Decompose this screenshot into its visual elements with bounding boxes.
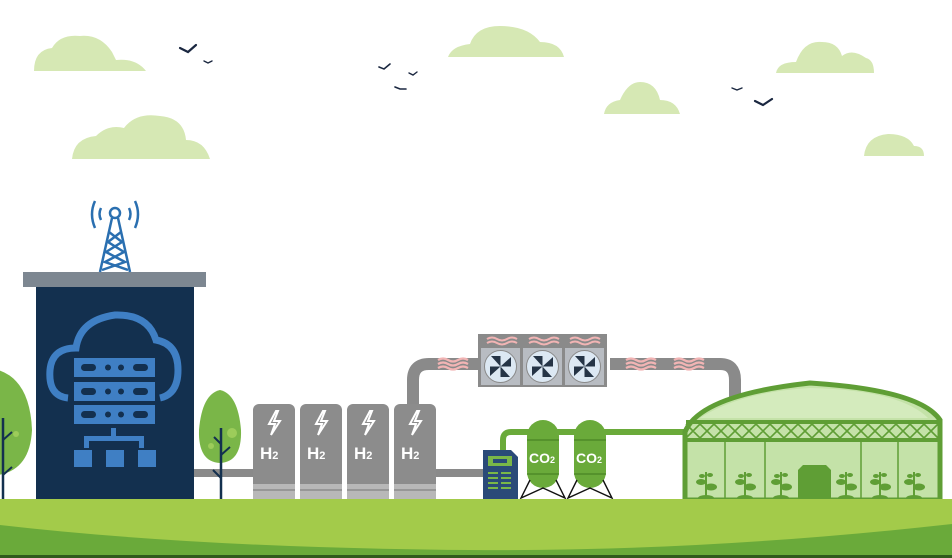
lightning-icon	[314, 410, 329, 436]
hydrogen-tanks: H2 H2 H2 H2	[253, 404, 436, 500]
bird-icon	[731, 87, 743, 91]
plant-icon	[836, 472, 857, 501]
co2-tank: CO2	[566, 420, 614, 500]
cloud-icon	[776, 41, 874, 73]
birds	[178, 43, 774, 107]
data-center-building	[23, 200, 206, 500]
tree	[198, 390, 242, 500]
fan-icon	[523, 348, 562, 385]
controller-unit	[483, 450, 518, 500]
bird-icon	[378, 63, 391, 70]
clouds	[34, 26, 924, 159]
greenhouse-door[interactable]	[798, 465, 831, 500]
cloud-icon	[604, 82, 680, 114]
tank-label: CO	[529, 450, 550, 466]
hydrogen-tank: H2	[347, 404, 389, 500]
tank-subscript: 2	[366, 450, 372, 462]
bird-icon	[408, 71, 418, 76]
heat-exchanger	[478, 334, 607, 387]
roof	[23, 272, 206, 287]
lightning-icon	[361, 410, 376, 436]
tank-label: H	[401, 444, 413, 463]
tank-subscript: 2	[319, 450, 325, 462]
hydrogen-tank: H2	[394, 404, 436, 500]
fan-icon	[481, 348, 520, 385]
bird-icon	[394, 86, 407, 90]
cloud-icon	[448, 26, 564, 57]
tank-label: H	[307, 444, 319, 463]
svg-text:H2: H2	[354, 444, 372, 463]
heat-pipe	[407, 358, 741, 404]
svg-text:H2: H2	[307, 444, 325, 463]
radio-tower-icon	[90, 200, 140, 273]
svg-text:CO2: CO2	[529, 450, 555, 466]
heat-waves	[437, 357, 705, 371]
lightning-icon	[408, 410, 423, 436]
tank-label: H	[260, 444, 272, 463]
greenhouse	[682, 380, 943, 503]
ground	[0, 499, 952, 558]
plant-icon	[904, 472, 925, 501]
tank-subscript: 2	[272, 450, 278, 462]
bird-icon	[203, 60, 213, 64]
cloud-icon	[72, 115, 210, 159]
tank-label: CO	[576, 450, 597, 466]
tank-subscript: 2	[413, 450, 419, 462]
plant-icon	[870, 472, 891, 501]
tank-subscript: 2	[597, 455, 602, 465]
co2-tanks: CO2 CO2	[519, 420, 614, 500]
heat-wave-icon	[625, 357, 657, 371]
bird-icon	[753, 97, 774, 107]
svg-text:CO2: CO2	[576, 450, 602, 466]
cloud-icon	[34, 35, 146, 71]
heat-wave-icon	[673, 357, 705, 371]
heat-wave-icon	[437, 357, 469, 371]
bird-icon	[178, 43, 198, 54]
hydrogen-tank: H2	[253, 404, 295, 500]
cloud-server-icon	[46, 311, 182, 467]
svg-text:H2: H2	[260, 444, 278, 463]
gray-pipe	[194, 469, 256, 477]
hydrogen-tank: H2	[300, 404, 342, 500]
lightning-icon	[267, 410, 282, 436]
svg-text:H2: H2	[401, 444, 419, 463]
co2-tank: CO2	[519, 420, 567, 500]
gray-pipe	[430, 469, 484, 477]
tank-subscript: 2	[550, 455, 555, 465]
tree-left	[0, 370, 32, 500]
fan-icon	[565, 348, 604, 385]
cloud-icon	[864, 134, 924, 156]
co2-pipe	[500, 429, 690, 452]
tank-label: H	[354, 444, 366, 463]
